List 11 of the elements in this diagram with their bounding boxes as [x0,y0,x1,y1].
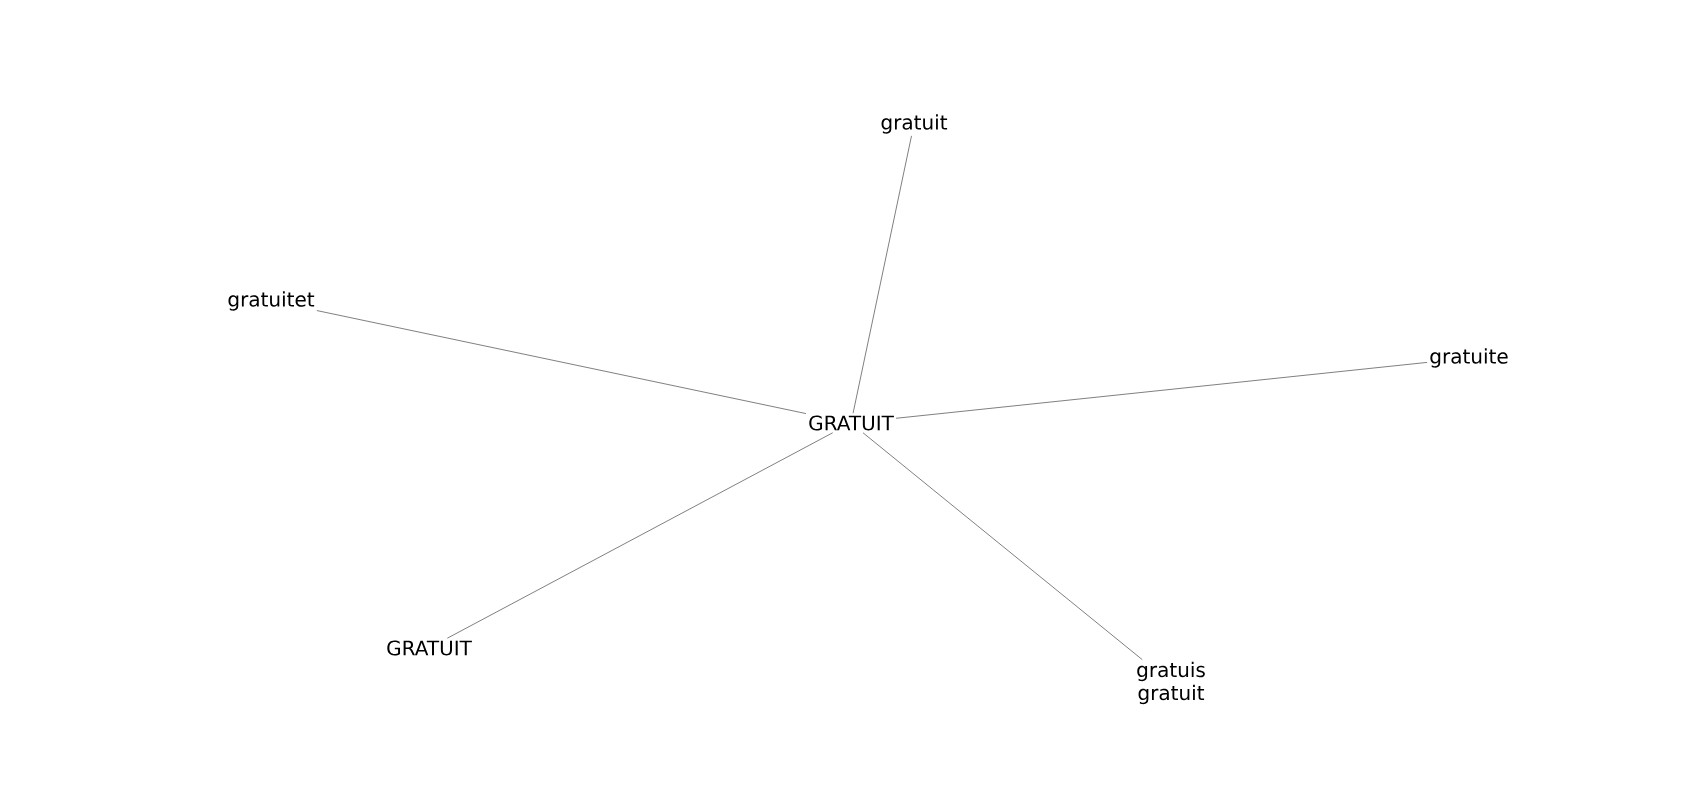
connector-line [852,135,912,414]
word-label: gratuitet [228,291,315,311]
word-label: gratuit [881,114,948,134]
connector-line [862,432,1143,661]
word-label: GRATUIT [387,640,472,656]
word-label: GRATUIT [809,415,894,431]
connector-line [895,361,1428,419]
connector-line [446,432,834,639]
connector-line [316,310,807,415]
word-label: gratuite [1430,348,1508,368]
word-label: gratuis gratuit [1137,661,1205,705]
